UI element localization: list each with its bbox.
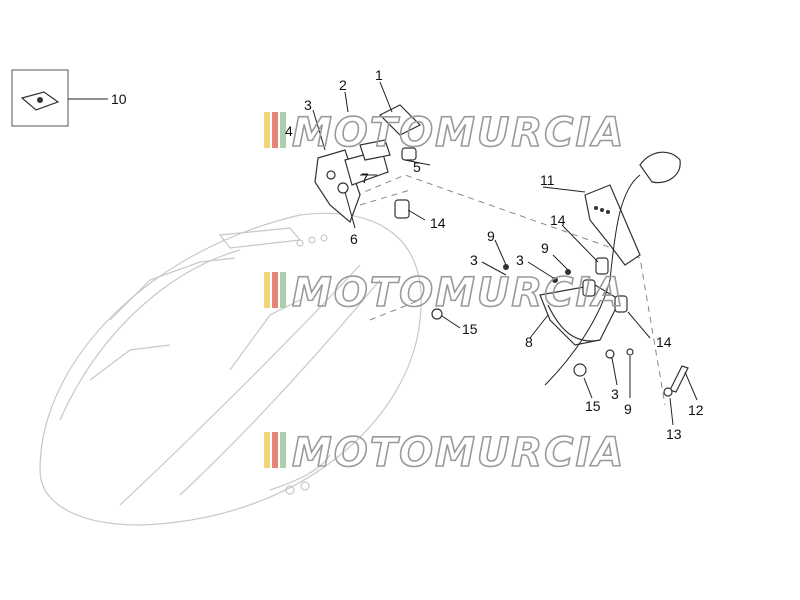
watermark-text-top: MOTOMURCIA <box>292 110 625 156</box>
callout-3-bottom: 3 <box>611 386 619 402</box>
callout-labels: 1 2 3 3 3 3 4 5 6 7 8 9 9 9 10 11 12 13 … <box>111 67 704 442</box>
callout-14-right: 14 <box>550 212 566 228</box>
callout-14-bottom: 14 <box>656 334 672 350</box>
callout-3-left: 3 <box>470 252 478 268</box>
part-10-clip-box <box>11 69 108 127</box>
callout-3-right: 3 <box>516 252 524 268</box>
callout-2: 2 <box>339 77 347 93</box>
watermark-middle: MOTOMURCIA <box>264 269 625 317</box>
assembly-guide-lines <box>344 174 666 406</box>
watermark-text-bottom: MOTOMURCIA <box>292 430 625 476</box>
callout-10: 10 <box>111 91 127 107</box>
callout-9-right: 9 <box>541 240 549 256</box>
callout-1: 1 <box>375 67 383 83</box>
callout-9-bottom: 9 <box>624 401 632 417</box>
callout-11: 11 <box>540 172 555 188</box>
rear-bracket-assembly <box>431 151 689 397</box>
callout-4: 4 <box>285 123 293 139</box>
watermark-text-middle: MOTOMURCIA <box>292 270 625 316</box>
callout-12: 12 <box>688 402 704 418</box>
callout-15-bottom: 15 <box>585 398 601 414</box>
callout-14-top: 14 <box>430 215 446 231</box>
callout-8: 8 <box>525 334 533 350</box>
callout-9-left: 9 <box>487 228 495 244</box>
callout-7: 7 <box>361 170 369 186</box>
callout-3-top: 3 <box>304 97 312 113</box>
watermark-top: MOTOMURCIA <box>264 109 625 157</box>
callout-15-left: 15 <box>462 321 478 337</box>
body-panel-outline <box>39 212 422 526</box>
callout-6: 6 <box>350 231 358 247</box>
callout-13: 13 <box>666 426 682 442</box>
plate-light-assembly <box>314 104 422 224</box>
callout-5: 5 <box>413 159 421 175</box>
watermark-bottom: MOTOMURCIA <box>264 429 625 477</box>
leader-lines <box>312 81 698 426</box>
